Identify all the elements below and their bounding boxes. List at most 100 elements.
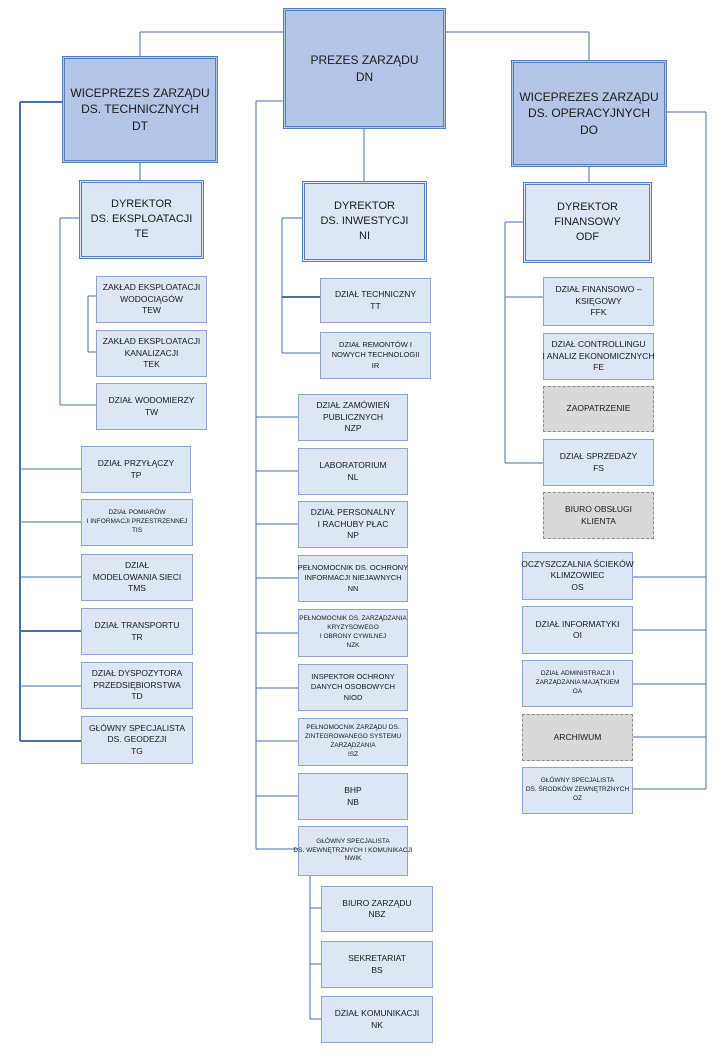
box-biuro-obslugi-klienta: BIURO OBSŁUGI KLIENTA	[543, 492, 654, 539]
box-code: TT	[370, 300, 381, 311]
box-label: DS. GEODEZJI	[107, 734, 167, 745]
box-code: NIOD	[343, 692, 363, 702]
box-code: OS	[571, 581, 584, 592]
box-label: ZAKŁAD EKSPLOATACJI	[102, 336, 201, 347]
box-code: OA	[572, 687, 583, 695]
box-code: NI	[359, 229, 370, 242]
box-specjalista-srodkow-zewnetrznych: GŁÓWNY SPECJALISTA DS. ŚRODKÓW ZEWNĘTRZN…	[522, 767, 633, 814]
box-label: DZIAŁ POMIARÓW	[108, 509, 166, 517]
box-code: ISZ	[347, 750, 359, 758]
box-code: IR	[371, 360, 380, 370]
box-sekretariat: SEKRETARIAT BS	[321, 941, 433, 988]
box-label: OCZYSZCZALNIA ŚCIEKÓW	[521, 558, 634, 569]
box-pelnomocnik-zarzadzania-kryzysowego: PEŁNOMOCNIK DS. ZARZĄDZANIA KRYZYSOWEGO …	[298, 609, 408, 657]
box-code: OI	[573, 630, 582, 640]
box-label: PREZES ZARZĄDU	[310, 53, 419, 68]
box-label: DYREKTOR	[334, 200, 395, 213]
box-label: DZIAŁ ZAMÓWIEŃ	[316, 400, 390, 411]
box-label: NOWYCH TECHNOLOGII	[331, 350, 420, 360]
box-label: KSIĘGOWY	[575, 295, 622, 306]
box-label: DYREKTOR	[557, 201, 618, 214]
box-label: DS. WEWNĘTRZNYCH I KOMUNIKACJI	[293, 846, 413, 854]
box-wiceprezes-operacyjny: WICEPREZES ZARZĄDU DS. OPERACYJNYCH DO	[511, 60, 667, 167]
box-code: TD	[131, 691, 143, 702]
box-code: NBZ	[368, 909, 386, 919]
box-label: KANALIZACJI	[124, 347, 179, 358]
box-label: PRZEDSIĘBIORSTWA	[93, 679, 181, 690]
box-prezes-zarzadu: PREZES ZARZĄDU DN	[283, 8, 446, 129]
box-code: TIS	[131, 526, 143, 534]
box-label: KLIMZOWIEC	[550, 570, 605, 581]
box-label: DZIAŁ REMONTÓW I	[339, 340, 412, 350]
box-label: DZIAŁ WODOMIERZY	[108, 395, 195, 406]
box-label: DS. INWESTYCJI	[320, 215, 409, 228]
box-laboratorium: LABORATORIUM NL	[298, 448, 408, 495]
box-label: I ANALIZ EKONOMICZNYCH	[542, 350, 655, 361]
box-zaklad-eksploatacji-wodociagow: ZAKŁAD EKSPLOATACJI WODOCIĄGÓW TEW	[96, 276, 207, 323]
box-label: GŁÓWNY SPECJALISTA	[316, 837, 390, 845]
box-code: FFK	[590, 307, 607, 318]
box-label: DZIAŁ INFORMATYKI	[535, 618, 620, 629]
box-code: OZ	[572, 794, 583, 802]
box-label: LABORATORIUM	[319, 460, 387, 471]
box-label: DZIAŁ SPRZEDAŻY	[559, 451, 638, 462]
box-dzial-administracji: DZIAŁ ADMINISTRACJI I ZARZĄDZANIA MAJĄTK…	[522, 660, 633, 707]
box-bhp: BHP NB	[298, 773, 408, 820]
box-dzial-zamowien-publicznych: DZIAŁ ZAMÓWIEŃ PUBLICZNYCH NZP	[298, 394, 408, 441]
box-dyrektor-finansowy: DYREKTOR FINANSOWY ODF	[523, 182, 652, 263]
box-label: BHP	[344, 785, 362, 796]
box-label: PUBLICZNYCH	[323, 411, 383, 422]
box-code: NL	[347, 471, 359, 482]
box-label: DZIAŁ DYSPOZYTORA	[91, 668, 183, 679]
box-code: TP	[130, 469, 142, 480]
box-label: PEŁNOMOCNIK DS. ZARZĄDZANIA	[299, 615, 407, 623]
box-label: DS. ŚRODKÓW ZEWNĘTRZNYCH	[525, 786, 630, 794]
box-label: ZARZĄDZANIA MAJĄTKIEM	[535, 679, 620, 687]
box-label: DZIAŁ TRANSPORTU	[94, 620, 180, 631]
box-zaopatrzenie: ZAOPATRZENIE	[543, 386, 654, 432]
box-dzial-transportu: DZIAŁ TRANSPORTU TR	[81, 608, 193, 655]
box-dzial-techniczny: DZIAŁ TECHNICZNY TT	[320, 278, 431, 323]
box-code: FE	[593, 362, 604, 373]
box-label: I INFORMACJI PRZESTRZENNEJ	[86, 518, 188, 526]
box-label: BIURO OBSŁUGI	[564, 504, 633, 515]
box-label: WICEPREZES ZARZĄDU	[70, 86, 210, 101]
box-code: DO	[580, 122, 598, 137]
box-label: ZINTEGROWANEGO SYSTEMU	[304, 733, 402, 741]
box-archiwum: ARCHIWUM	[522, 714, 633, 761]
box-dzial-komunikacji: DZIAŁ KOMUNIKACJI NK	[321, 996, 433, 1043]
box-dzial-sprzedazy: DZIAŁ SPRZEDAŻY FS	[543, 439, 654, 486]
box-wiceprezes-techniczny: WICEPREZES ZARZĄDU DS. TECHNICZNYCH DT	[62, 56, 218, 163]
box-code: NP	[347, 530, 359, 541]
box-dzial-remontow: DZIAŁ REMONTÓW I NOWYCH TECHNOLOGII IR	[320, 332, 431, 379]
box-code: FS	[593, 462, 604, 473]
box-label: DANYCH OSOBOWYCH	[310, 682, 396, 692]
box-label: ZARZĄDZANIA	[330, 742, 376, 749]
box-label: PEŁNOMOCNIK ZARZĄDU DS.	[306, 724, 400, 732]
box-label: DZIAŁ CONTROLLINGU	[551, 339, 646, 350]
box-label: MODELOWANIA SIECI	[92, 571, 182, 582]
box-label: ZAKŁAD EKSPLOATACJI	[102, 282, 201, 293]
box-code: NZK	[346, 641, 360, 649]
box-pelnomocnik-informacji-niejawnych: PEŁNOMOCNIK DS. OCHRONY INFORMACJI NIEJA…	[298, 555, 408, 602]
box-label: BIURO ZARZĄDU	[342, 897, 412, 908]
box-code: NB	[347, 796, 359, 807]
box-dyrektor-eksploatacji: DYREKTOR DS. EKSPLOATACJI TE	[79, 180, 204, 259]
box-label: DS. EKSPLOATACJI	[90, 213, 193, 226]
box-label: DS. TECHNICZNYCH	[81, 102, 199, 117]
box-specjalista-geodezji: GŁÓWNY SPECJALISTA DS. GEODEZJI TG	[81, 716, 193, 764]
box-label: WICEPREZES ZARZĄDU	[519, 90, 659, 105]
box-dzial-personalny: DZIAŁ PERSONALNY I RACHUBY PŁAC NP	[298, 501, 408, 548]
box-code: NK	[371, 1019, 383, 1030]
box-label: INSPEKTOR OCHRONY	[311, 672, 395, 682]
box-code: TW	[144, 406, 159, 417]
box-zaklad-eksploatacji-kanalizacji: ZAKŁAD EKSPLOATACJI KANALIZACJI TEK	[96, 330, 207, 377]
box-dzial-pomiarow: DZIAŁ POMIARÓW I INFORMACJI PRZESTRZENNE…	[81, 499, 193, 546]
box-dzial-modelowania-sieci: DZIAŁ MODELOWANIA SIECI TMS	[81, 554, 193, 601]
box-code: DN	[355, 69, 374, 84]
box-label: DYREKTOR	[111, 198, 172, 211]
box-label: DS. OPERACYJNYCH	[527, 106, 651, 121]
box-label: INFORMACJI NIEJAWNYCH	[304, 573, 402, 583]
box-label: FINANSOWY	[554, 216, 621, 229]
